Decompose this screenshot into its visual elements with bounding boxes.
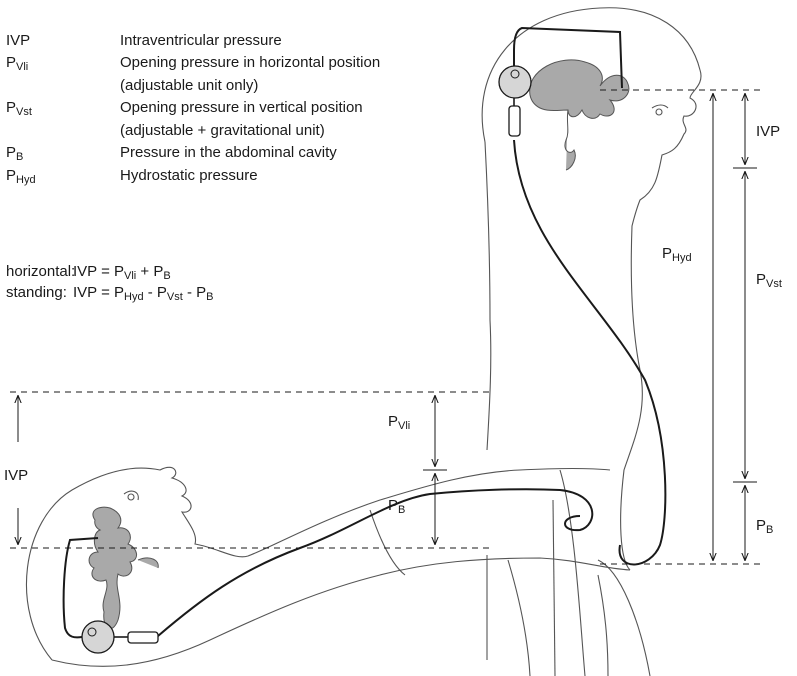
formula-text: - P xyxy=(144,284,167,301)
legend-symbol-sub: Hyd xyxy=(16,174,36,186)
lying-shoulder-line xyxy=(370,510,405,575)
label-phyd: PHyd xyxy=(662,245,692,264)
standing-hip-line xyxy=(598,575,608,676)
label-ivp-lying: IVP xyxy=(4,467,28,484)
standing-valve xyxy=(499,66,531,136)
standing-valve-gravity-unit xyxy=(509,106,520,136)
lying-neck-back xyxy=(52,558,630,666)
standing-eye xyxy=(652,105,668,115)
legend-row: (adjustable + gravitational unit) xyxy=(6,120,380,142)
formula-text: - P xyxy=(183,284,206,301)
label-pvli: PVli xyxy=(388,413,410,432)
label-pb-standing: PB xyxy=(756,517,773,536)
legend-symbol-sub: Vst xyxy=(16,106,32,118)
legend-symbol: PVst xyxy=(6,97,120,120)
formula-horizontal-label: horizontal: xyxy=(6,262,73,283)
legend-symbol-main: P xyxy=(6,99,16,116)
legend-symbol xyxy=(6,120,120,142)
formula-text: + P xyxy=(136,263,163,280)
lying-ventricle xyxy=(89,507,158,629)
standing-ventricle xyxy=(530,60,629,170)
formula-text: IVP = P xyxy=(73,263,124,280)
legend-description: (adjustable unit only) xyxy=(120,75,258,97)
legend-description: Hydrostatic pressure xyxy=(120,165,258,188)
formula-subscript: Vst xyxy=(167,291,183,303)
label-pb-lying: PB xyxy=(388,497,405,516)
lying-valve-gravity-unit xyxy=(128,632,158,643)
legend-symbol-sub: B xyxy=(16,151,23,163)
lying-arm-line xyxy=(508,560,530,676)
formula-horizontal-expression: IVP = PVli + PB xyxy=(73,262,171,283)
legend-description: Intraventricular pressure xyxy=(120,30,282,52)
formula-subscript: B xyxy=(206,291,213,303)
formula-standing-expression: IVP = PHyd - PVst - PB xyxy=(73,283,214,304)
lying-valve xyxy=(82,621,158,653)
legend-description: Pressure in the abdominal cavity xyxy=(120,142,337,165)
formula-text: IVP = P xyxy=(73,284,124,301)
formula-subscript: B xyxy=(163,270,170,282)
legend-symbol: IVP xyxy=(6,30,120,52)
formula-standing-label: standing: xyxy=(6,283,73,304)
formula-standing: standing: IVP = PHyd - PVst - PB xyxy=(6,283,214,304)
legend-row: IVP Intraventricular pressure xyxy=(6,30,380,52)
lying-hip-line xyxy=(560,470,585,676)
standing-arm-lower xyxy=(553,500,555,676)
label-ivp-standing: IVP xyxy=(756,123,780,140)
lying-body-right xyxy=(598,560,650,676)
standing-drain-catheter xyxy=(514,140,665,565)
legend-symbol-main: P xyxy=(6,54,16,71)
lying-valve-dial xyxy=(82,621,114,653)
formula-subscript: Hyd xyxy=(124,291,144,303)
label-pvst: PVst xyxy=(756,271,782,290)
legend-symbol: PVli xyxy=(6,52,120,75)
legend-symbol-main: P xyxy=(6,167,16,184)
legend-symbol-main: P xyxy=(6,144,16,161)
legend-description: Opening pressure in horizontal position xyxy=(120,52,380,75)
legend-row: (adjustable unit only) xyxy=(6,75,380,97)
formulas: horizontal: IVP = PVli + PB standing: IV… xyxy=(6,262,214,304)
legend-symbol xyxy=(6,75,120,97)
legend-symbol: PHyd xyxy=(6,165,120,188)
formula-horizontal: horizontal: IVP = PVli + PB xyxy=(6,262,214,283)
legend-symbol: PB xyxy=(6,142,120,165)
formula-subscript: Vli xyxy=(124,270,136,282)
lying-drain-catheter xyxy=(158,489,592,636)
legend-description: (adjustable + gravitational unit) xyxy=(120,120,325,142)
standing-valve-dial xyxy=(499,66,531,98)
lying-eye xyxy=(124,491,138,500)
legend-symbol-main: IVP xyxy=(6,32,30,49)
legend-symbol-sub: Vli xyxy=(16,61,28,73)
standing-back-outline xyxy=(485,142,491,450)
legend-description: Opening pressure in vertical position xyxy=(120,97,363,120)
